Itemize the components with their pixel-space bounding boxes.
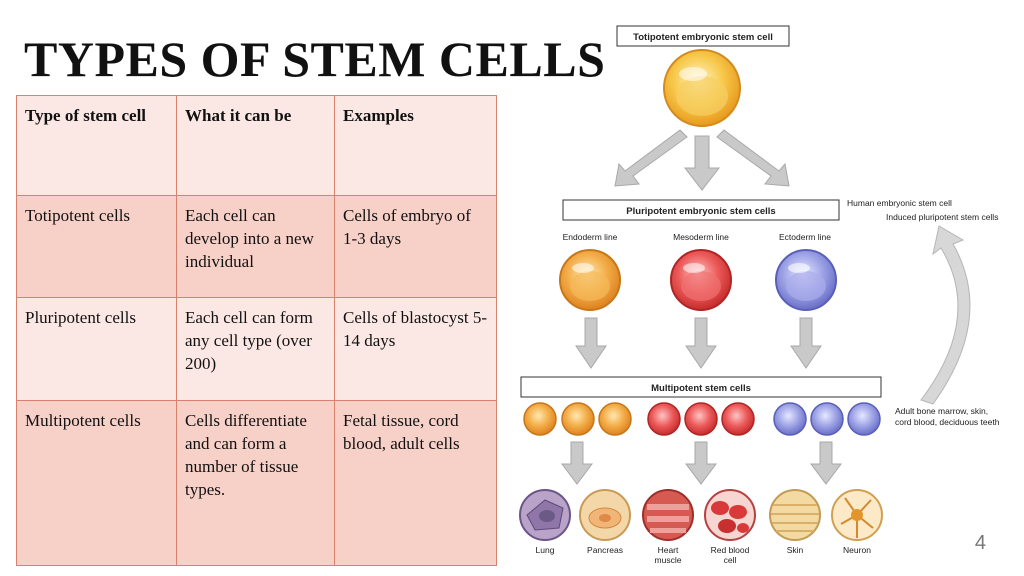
- arrow-down-center-icon: [683, 135, 721, 191]
- header-what: What it can be: [176, 95, 335, 196]
- pluripotent-label-box: Pluripotent embryonic stem cells: [562, 199, 840, 221]
- table-header-row: Type of stem cell What it can be Example…: [16, 95, 497, 196]
- table-cell: Cells of embryo of 1-3 days: [334, 195, 497, 298]
- note-human-embryonic: Human embryonic stem cell: [847, 198, 952, 208]
- multipotent-mesoderm-cells: [647, 402, 755, 436]
- endoderm-line-label: Endoderm line: [563, 232, 618, 242]
- small-cell-icon: [773, 402, 807, 436]
- header-type: Type of stem cell: [16, 95, 177, 196]
- slide-title: TYPES OF STEM CELLS: [24, 31, 606, 87]
- note-induced-pluripotent: Induced pluripotent stem cells: [886, 212, 998, 222]
- down-arrows-middle: [575, 317, 822, 369]
- small-cell-icon: [598, 402, 632, 436]
- small-cell-icon: [523, 402, 557, 436]
- multipotent-ectoderm-cells: [773, 402, 881, 436]
- small-cell-icon: [721, 402, 755, 436]
- table-cell: Totipotent cells: [16, 195, 177, 298]
- multipotent-label-box: Multipotent stem cells: [520, 376, 882, 398]
- multipotent-label: Multipotent stem cells: [651, 383, 751, 394]
- totipotent-label: Totipotent embryonic stem cell: [633, 32, 773, 43]
- mesoderm-cell-icon: [670, 249, 732, 311]
- endoderm-cell-icon: [559, 249, 621, 311]
- arrow-down-icon: [810, 441, 842, 485]
- tissue-label-red-blood-line2: cell: [724, 555, 737, 565]
- small-cell-icon: [647, 402, 681, 436]
- arrow-down-icon: [575, 317, 607, 369]
- pancreas-cell-icon: [579, 489, 631, 541]
- heart-muscle-cell-icon: [642, 489, 694, 541]
- stem-cell-diagram: Totipotent embryonic stem cell Pluripote…: [505, 18, 1015, 570]
- ectoderm-cell-icon: [775, 249, 837, 311]
- arrow-down-icon: [685, 441, 717, 485]
- multipotent-endoderm-cells: [523, 402, 632, 436]
- arrow-down-right-icon: [716, 129, 790, 187]
- tissue-label-skin: Skin: [787, 545, 804, 555]
- note-adult-line2: cord blood, deciduous teeth: [895, 417, 1000, 427]
- table-cell: Fetal tissue, cord blood, adult cells: [334, 400, 497, 566]
- table-cell: Cells of blastocyst 5-14 days: [334, 297, 497, 401]
- tissue-label-heart: Heart: [658, 545, 679, 555]
- arrow-down-icon: [685, 317, 717, 369]
- table-cell: Multipotent cells: [16, 400, 177, 566]
- table-row: Totipotent cells Each cell can develop i…: [16, 195, 497, 298]
- header-examples: Examples: [334, 95, 497, 196]
- small-cell-icon: [561, 402, 595, 436]
- totipotent-label-box: Totipotent embryonic stem cell: [616, 25, 790, 47]
- arrow-down-icon: [790, 317, 822, 369]
- ectoderm-line-label: Ectoderm line: [779, 232, 831, 242]
- small-cell-icon: [684, 402, 718, 436]
- curved-arrow-up-icon: [920, 225, 971, 405]
- table-row: Multipotent cells Cells differentiate an…: [16, 400, 497, 566]
- red-blood-cell-icon: [704, 489, 756, 541]
- table-cell: Pluripotent cells: [16, 297, 177, 401]
- neuron-cell-icon: [831, 489, 883, 541]
- note-adult-line1: Adult bone marrow, skin,: [895, 406, 988, 416]
- pluripotent-label: Pluripotent embryonic stem cells: [626, 206, 775, 217]
- slide-number: 4: [974, 532, 986, 554]
- table-cell: Cells differentiate and can form a numbe…: [176, 400, 335, 566]
- tissue-label-heart-line2: muscle: [655, 555, 682, 565]
- arrow-down-icon: [561, 441, 593, 485]
- mesoderm-line-label: Mesoderm line: [673, 232, 729, 242]
- diagram-svg: Totipotent embryonic stem cell Pluripote…: [519, 25, 1000, 565]
- arrow-down-left-icon: [614, 129, 688, 187]
- tissue-label-red-blood: Red blood: [711, 545, 750, 555]
- small-cell-icon: [810, 402, 844, 436]
- down-arrows-bottom: [561, 441, 842, 485]
- table-cell: Each cell can develop into a new individ…: [176, 195, 335, 298]
- table-row: Pluripotent cells Each cell can form any…: [16, 297, 497, 401]
- tissue-label-pancreas: Pancreas: [587, 545, 623, 555]
- down-arrows-top: [614, 129, 790, 191]
- totipotent-cell-icon: [663, 49, 741, 127]
- stem-cell-table: Type of stem cell What it can be Example…: [16, 95, 497, 566]
- tissue-label-neuron: Neuron: [843, 545, 871, 555]
- table-cell: Each cell can form any cell type (over 2…: [176, 297, 335, 401]
- small-cell-icon: [847, 402, 881, 436]
- lung-cell-icon: [519, 489, 571, 541]
- skin-cell-icon: [769, 489, 821, 541]
- tissue-label-lung: Lung: [536, 545, 555, 555]
